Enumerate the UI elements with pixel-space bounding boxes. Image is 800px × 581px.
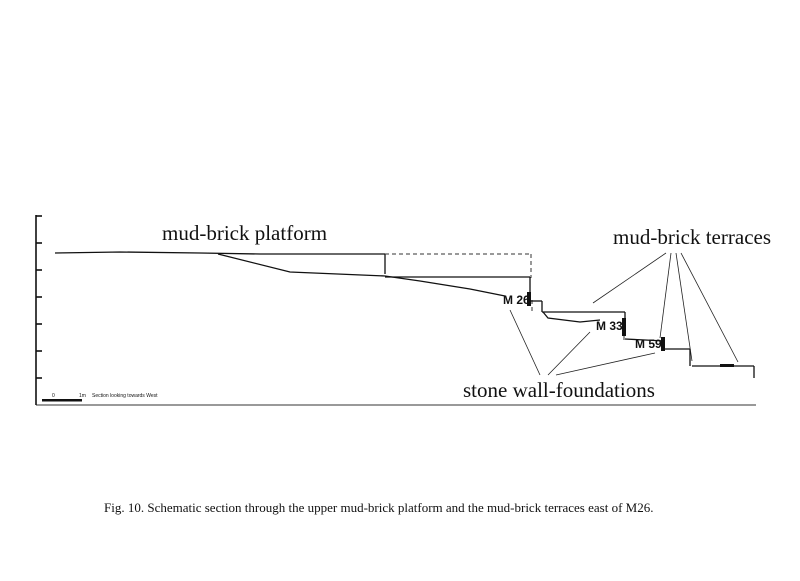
platform-label: mud-brick platform <box>162 221 327 245</box>
foundations-label: stone wall-foundations <box>463 378 655 402</box>
wall-label-m26: M 26 <box>503 293 530 307</box>
wall-blocks <box>527 292 734 367</box>
platform-section <box>54 251 531 300</box>
wall-label-m33: M 33 <box>596 319 623 333</box>
vertical-scale-ruler <box>35 215 42 405</box>
scale-one-metre-label: 1m <box>79 393 86 399</box>
scale-zero-label: 0 <box>52 393 55 399</box>
wall-label-m59: M 59 <box>635 337 662 351</box>
figure-caption: Fig. 10. Schematic section through the u… <box>104 500 654 515</box>
foundations-leaders <box>509 309 656 376</box>
terraces-leaders <box>592 252 739 363</box>
scale-note: Section looking towards West <box>92 393 158 399</box>
terraces-label: mud-brick terraces <box>613 225 771 249</box>
scale-bar: 0 1m Section looking towards West <box>42 393 158 402</box>
